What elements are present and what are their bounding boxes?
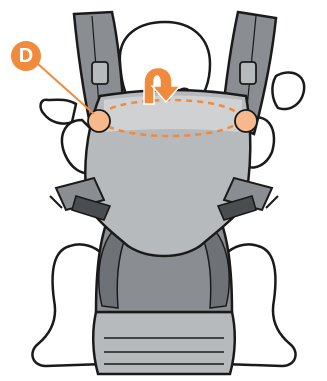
callout-badge: D bbox=[11, 41, 41, 71]
left-connection-point bbox=[88, 110, 110, 132]
carrier-fold-band bbox=[104, 96, 242, 133]
baby-right-hand bbox=[272, 72, 304, 109]
right-connection-point bbox=[235, 110, 257, 132]
baby-left-hand bbox=[41, 100, 76, 124]
strap-adjuster-left bbox=[92, 62, 108, 84]
strap-adjuster-right bbox=[240, 62, 256, 84]
callout-label: D bbox=[19, 46, 33, 66]
